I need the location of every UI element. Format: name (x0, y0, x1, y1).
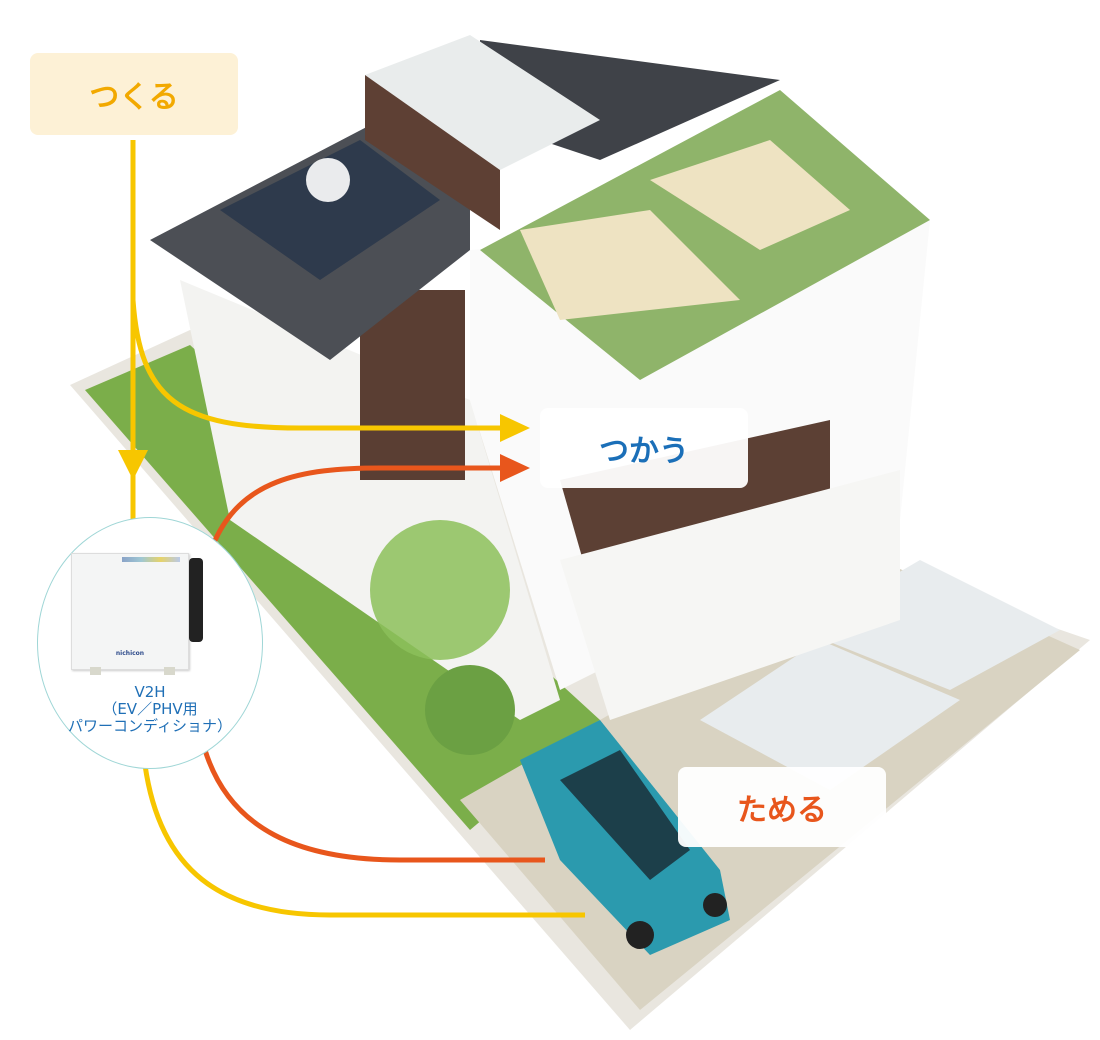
store-label: ためる (678, 767, 886, 847)
electric-car (520, 720, 730, 955)
status-panel (122, 557, 180, 562)
make-to-use-line (130, 299, 505, 431)
brand-logo: nichicon (115, 650, 145, 657)
use-label: つかう (540, 408, 748, 488)
arrow-head-down (118, 450, 148, 480)
arrow-head-v2h-use (500, 454, 530, 482)
store-arrows (202, 465, 545, 863)
caption-line: パワーコンディショナ） (68, 717, 232, 735)
rooftop-box (365, 35, 600, 170)
v2h-to-use-line (210, 465, 505, 546)
flower-bed (425, 665, 515, 755)
awning (650, 140, 850, 250)
v2h-to-car-yellow-line (142, 764, 585, 918)
unit-foot (90, 667, 101, 675)
rooftop-box-side (365, 75, 500, 230)
tree (370, 520, 510, 660)
charging-cable-icon (189, 558, 203, 642)
caption-line: （EV／PHV用 (102, 700, 198, 718)
caption-line: V2H (134, 683, 166, 701)
arrow-head-use (500, 414, 530, 442)
make-label: つくる (30, 53, 238, 135)
solar-panels (220, 140, 440, 280)
house-lower-front (560, 470, 900, 720)
parking-slab (700, 640, 960, 790)
v2h-unit-image: nichicon (71, 553, 189, 670)
v2h-caption: V2H （EV／PHV用 パワーコンディショナ） (38, 684, 262, 735)
unit-foot (164, 667, 175, 675)
sun-glare (306, 158, 350, 202)
v2h-device-callout: nichicon V2H （EV／PHV用 パワーコンディショナ） (37, 517, 263, 769)
awning (520, 210, 740, 320)
v2h-to-car-orange-line (202, 749, 545, 863)
